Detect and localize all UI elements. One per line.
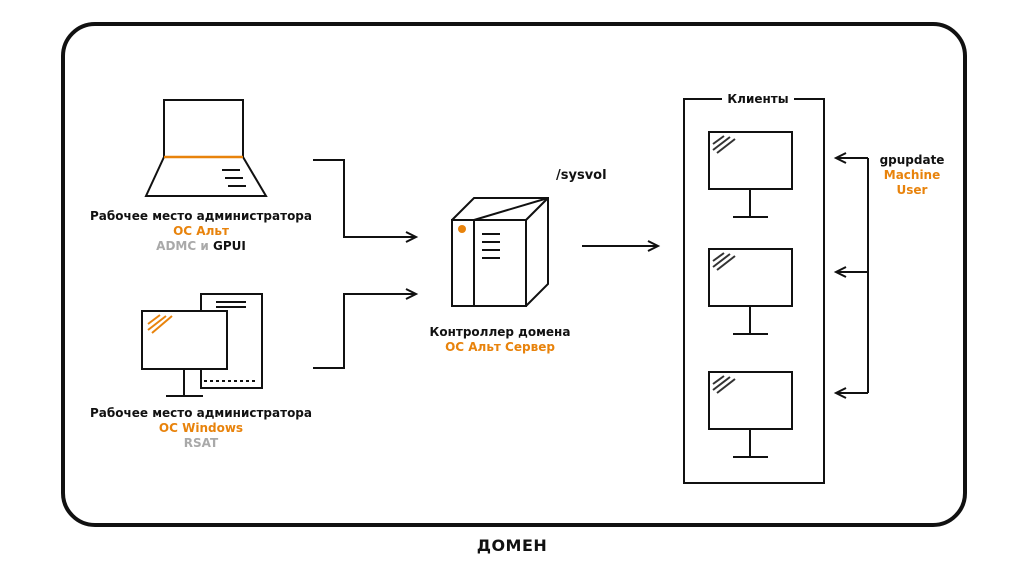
admin-linux-tool-admc: ADMC	[156, 239, 197, 253]
gpupdate-label: gpupdate Machine User	[872, 153, 952, 198]
domain-title: ДОМЕН	[476, 536, 548, 555]
admin-linux-tool-gpui: GPUI	[212, 239, 246, 253]
gpupdate-command: gpupdate	[879, 153, 945, 167]
admin-linux-os: ОС Альт	[173, 224, 229, 238]
client-monitor-icon	[708, 371, 793, 458]
sysvol-label: /sysvol	[556, 168, 607, 183]
gpupdate-machine: Machine	[883, 168, 941, 182]
controller-label: Контроллер домена ОС Альт Сервер	[420, 325, 580, 355]
arrow-controller-to-clients	[582, 240, 661, 252]
admin-windows-label: Рабочее место администратора ОС Windows …	[86, 406, 316, 451]
admin-linux-tool-and: и	[200, 239, 209, 253]
server-led-icon	[458, 225, 466, 233]
gpupdate-bracket	[833, 152, 869, 399]
monitor-icon	[141, 310, 228, 397]
domain-frame	[61, 22, 967, 527]
client-monitor-icon	[708, 131, 793, 218]
arrow-admin-linux-to-controller	[313, 159, 419, 243]
controller-os: ОС Альт Сервер	[445, 340, 555, 354]
admin-windows-title: Рабочее место администратора	[90, 406, 312, 420]
admin-windows-os: ОС Windows	[158, 421, 244, 435]
gpupdate-user: User	[896, 183, 928, 197]
admin-linux-tools: ADMC и GPUI	[86, 239, 316, 254]
clients-title: Клиенты	[722, 92, 794, 106]
admin-linux-label: Рабочее место администратора ОС Альт ADM…	[86, 209, 316, 254]
controller-title: Контроллер домена	[429, 325, 571, 339]
admin-linux-title: Рабочее место администратора	[90, 209, 312, 223]
server-icon	[451, 197, 549, 307]
arrow-admin-windows-to-controller	[313, 288, 419, 369]
client-monitor-icon	[708, 248, 793, 335]
laptop-icon	[144, 99, 268, 197]
admin-windows-tools: RSAT	[183, 436, 219, 450]
